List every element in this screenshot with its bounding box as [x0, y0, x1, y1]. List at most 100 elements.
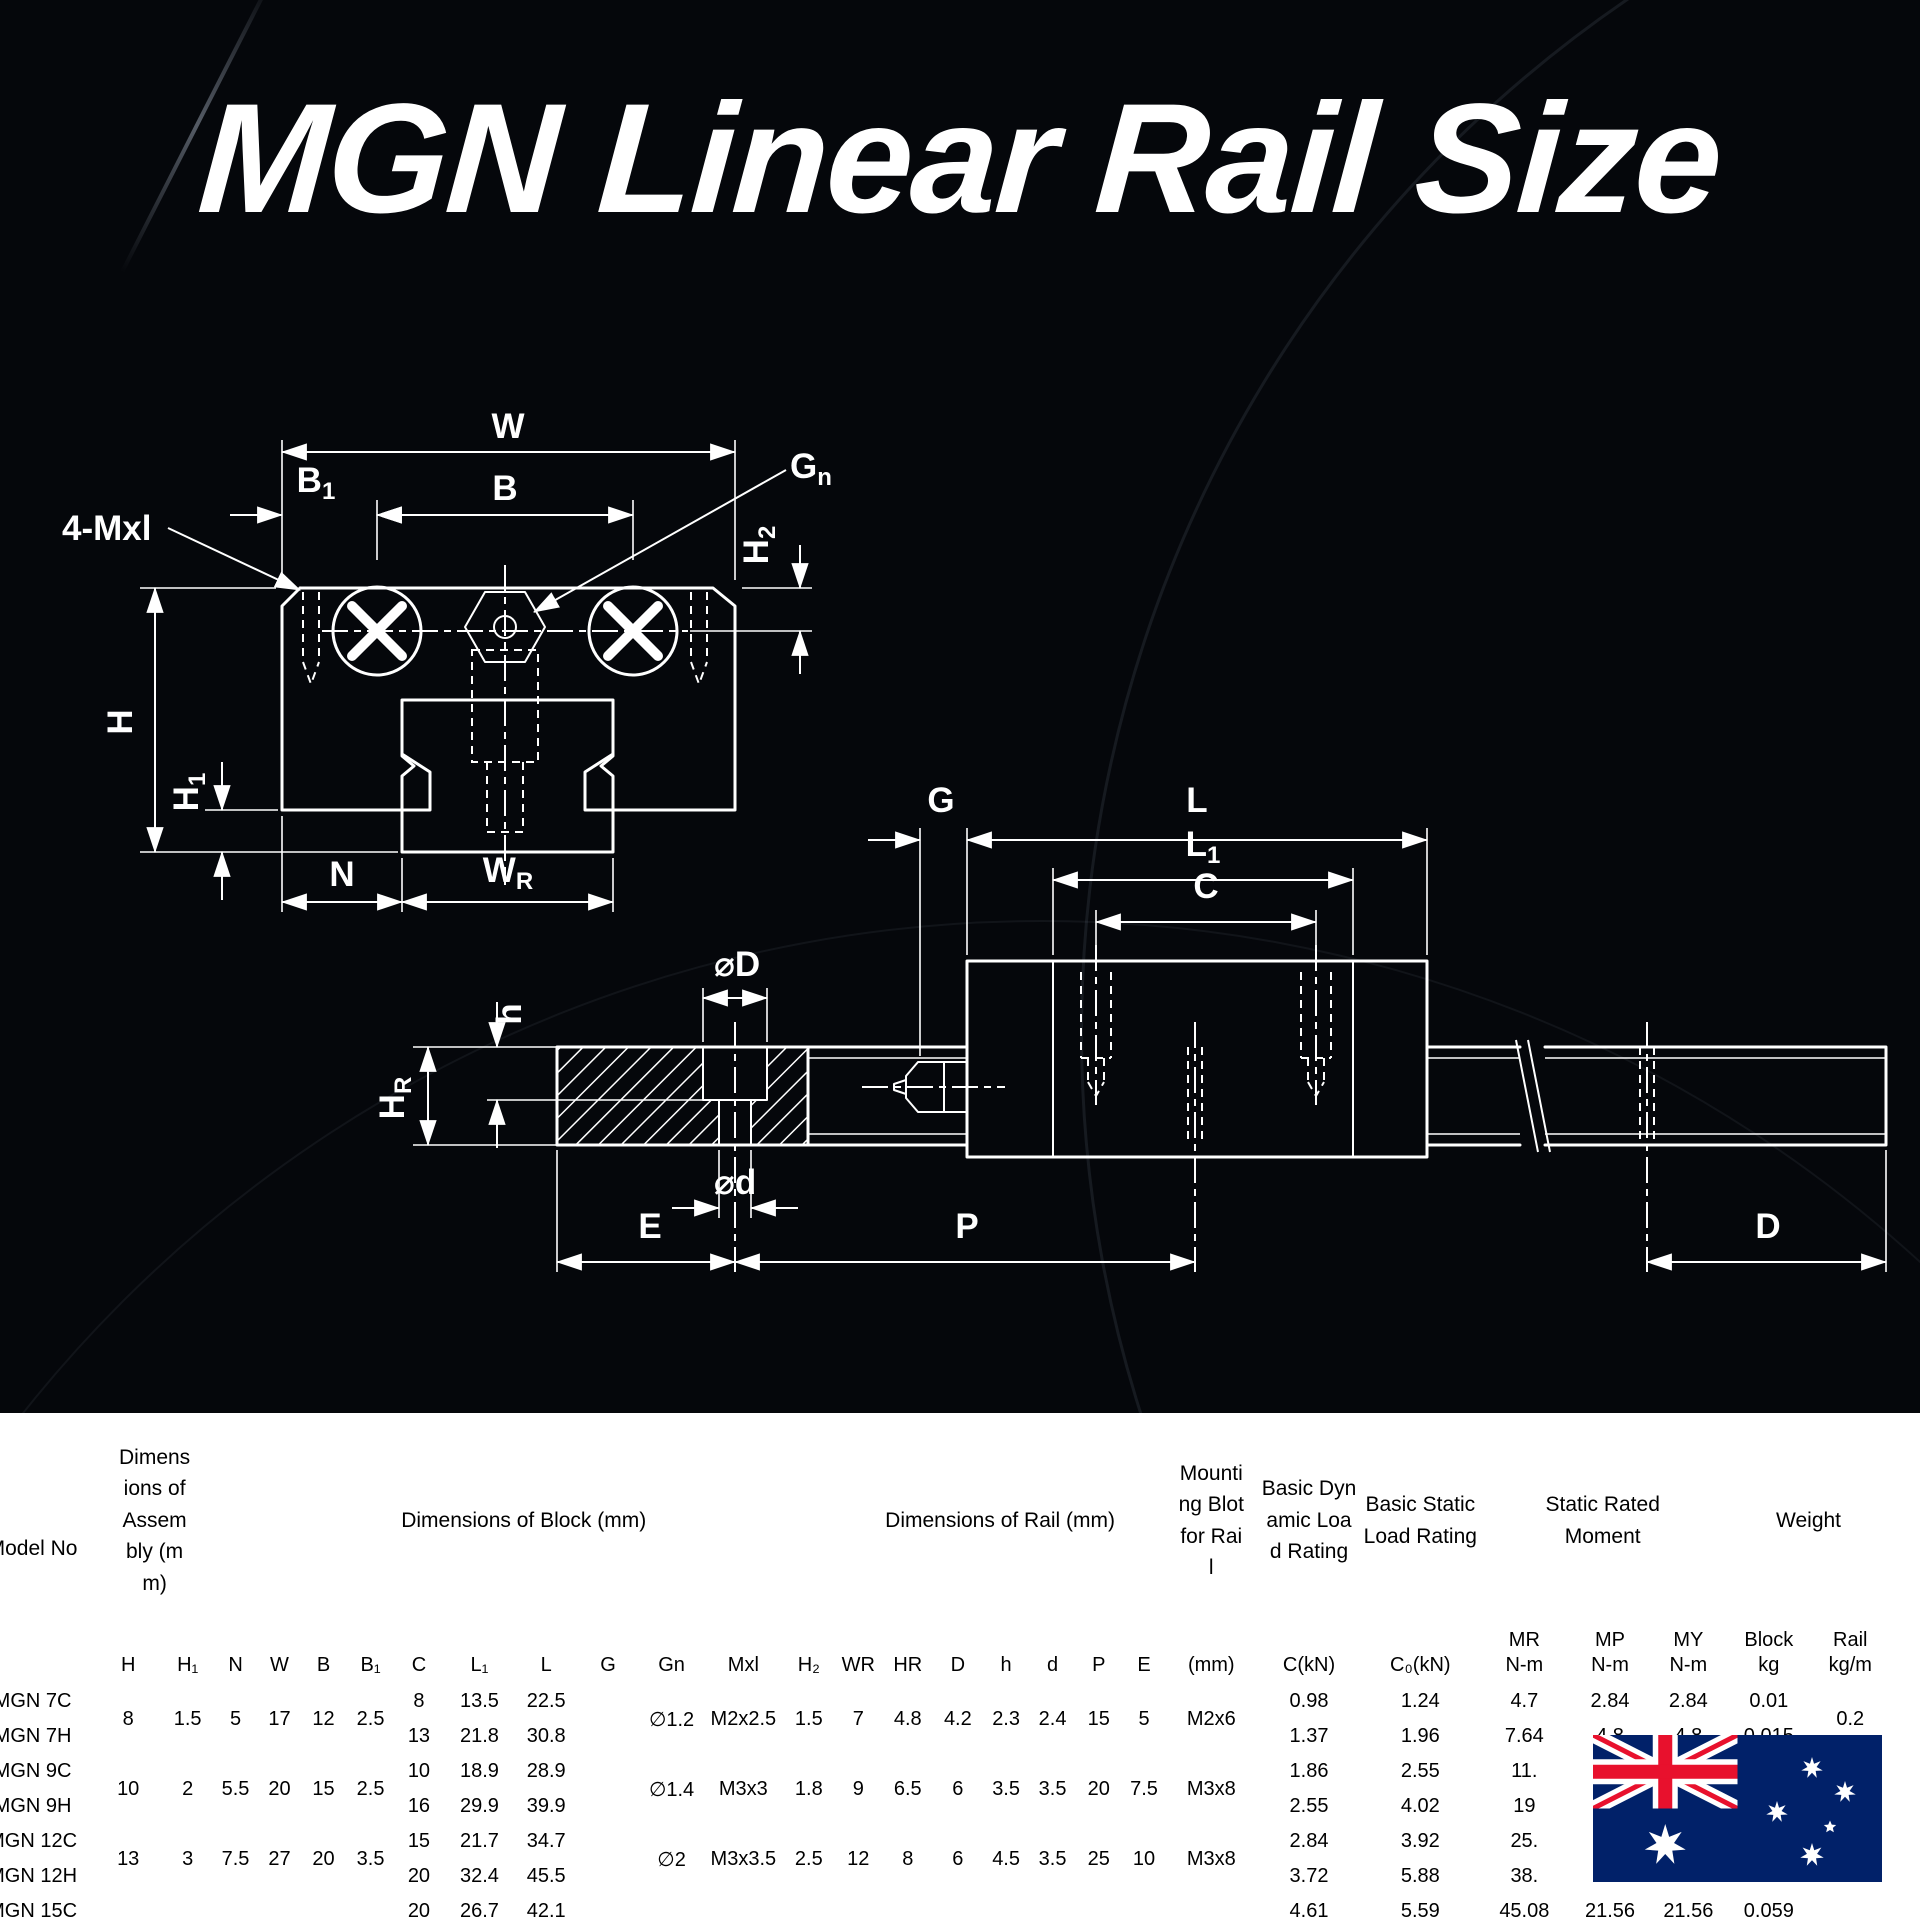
- model-cell: MGN 9C: [0, 1760, 72, 1782]
- dim-label-gn: Gn: [790, 447, 832, 491]
- model-cell: MGN 15C: [0, 1900, 78, 1920]
- table-cell: 3: [784, 1894, 833, 1920]
- table-cell: 3.5: [992, 1777, 1020, 1800]
- dim-label-dia-d: ⌀d: [714, 1163, 756, 1202]
- table-cell: 5.5: [221, 1777, 250, 1800]
- table-cell: 13: [407, 1725, 431, 1747]
- column-header: WR: [841, 1654, 875, 1676]
- model-cell: MGN 9H: [0, 1795, 72, 1817]
- table-cell: ∅1.4: [648, 1778, 695, 1801]
- column-group-header: Dimensions of Assembly (mm): [119, 1445, 191, 1595]
- column-header: Mxl: [727, 1654, 759, 1676]
- column-group-header: Static Rated Moment: [1545, 1493, 1660, 1548]
- table-cell: [575, 1684, 640, 1754]
- column-header: Gn: [658, 1654, 685, 1676]
- dim-label-b: B: [492, 469, 517, 508]
- column-header: N: [228, 1654, 243, 1676]
- dim-label-4mxl: 4-Mxl: [62, 509, 151, 548]
- table-cell: 21.56: [1663, 1900, 1714, 1920]
- table-cell: 6.5: [893, 1777, 922, 1800]
- column-group-header: Weight: [1776, 1508, 1842, 1532]
- dim-label-h2: H2: [737, 526, 781, 565]
- table-cell: 8.5: [214, 1894, 257, 1920]
- column-header: E: [1137, 1654, 1151, 1676]
- table-cell: 5: [1138, 1707, 1150, 1730]
- side-view-drawing: G L L1 C ⌀D h: [373, 781, 1888, 1272]
- table-cell: 15: [407, 1830, 431, 1852]
- column-header: D: [950, 1654, 966, 1676]
- dim-label-h: H: [101, 709, 140, 734]
- front-view-drawing: W B B1 Gn H2 4-Mx: [62, 407, 832, 912]
- table-cell: 7.5: [1130, 1777, 1158, 1800]
- table-cell: 16: [407, 1795, 431, 1817]
- model-cell: MGN 7C: [0, 1690, 72, 1712]
- table-cell: 39.9: [526, 1795, 566, 1817]
- table-cell: ∅1.2: [648, 1708, 695, 1731]
- dim-label-g: G: [927, 781, 954, 820]
- table-cell: 10: [117, 1777, 140, 1800]
- column-header: H₁: [177, 1654, 199, 1676]
- column-header: C(kN): [1282, 1654, 1336, 1676]
- column-header: P: [1092, 1654, 1106, 1676]
- table-cell: 27: [268, 1847, 291, 1870]
- table-cell: 20: [268, 1777, 291, 1800]
- table-cell: 2: [182, 1777, 194, 1800]
- dim-label-h1: H1: [167, 773, 211, 812]
- table-cell: 6: [932, 1894, 983, 1920]
- table-cell: M3x8: [1186, 1847, 1236, 1870]
- model-cell: MGN 12H: [0, 1865, 78, 1887]
- table-cell: 32: [257, 1894, 302, 1920]
- technical-drawing: W B B1 Gn H2 4-Mx: [62, 407, 1888, 1272]
- table-cell: M3x10: [1167, 1894, 1256, 1920]
- table-cell: 3.92: [1400, 1830, 1440, 1852]
- column-header: H₂: [797, 1654, 820, 1676]
- column-header: d: [1047, 1654, 1059, 1676]
- table-cell: 2.5: [356, 1777, 385, 1800]
- table-cell: 10: [883, 1894, 932, 1920]
- table-cell: 7.64: [1504, 1725, 1544, 1747]
- table-cell: 12: [312, 1707, 335, 1730]
- table-cell: 4: [161, 1894, 214, 1920]
- table-cell: 2.4: [1038, 1707, 1067, 1730]
- table-cell: 4.61: [1289, 1900, 1329, 1920]
- table-cell: 8: [902, 1847, 914, 1870]
- table-cell: [575, 1824, 640, 1894]
- dim-label-n: N: [329, 855, 354, 894]
- table-cell: 1.5: [794, 1707, 823, 1730]
- table-cell: 9: [852, 1777, 864, 1800]
- australia-flag: [1593, 1735, 1882, 1882]
- dim-label-w: W: [491, 407, 524, 446]
- table-cell: 3.5: [1038, 1847, 1067, 1870]
- column-header: HR: [893, 1654, 923, 1676]
- table-cell: 10: [1132, 1847, 1156, 1870]
- table-cell: 11.: [1511, 1760, 1538, 1782]
- table-cell: 2.5: [356, 1707, 385, 1730]
- table-cell: 13: [117, 1847, 140, 1870]
- table-cell: 21.7: [459, 1830, 499, 1852]
- column-header: MR N-m: [1505, 1629, 1544, 1676]
- table-cell: [575, 1754, 640, 1824]
- table-cell: 4.5: [992, 1847, 1020, 1870]
- table-cell: 32.4: [459, 1865, 499, 1887]
- table-cell: 2.3: [992, 1707, 1020, 1730]
- table-cell: 3.72: [1289, 1865, 1329, 1887]
- table-cell: 21.8: [459, 1725, 499, 1747]
- table-cell: 10: [407, 1760, 431, 1782]
- table-cell: 13.5: [459, 1690, 499, 1712]
- table-cell: M3x8: [1186, 1777, 1236, 1800]
- table-cell: 38.: [1510, 1865, 1539, 1887]
- table-cell: 25: [1087, 1847, 1110, 1870]
- column-header: B₁: [360, 1654, 381, 1676]
- table-cell: M2x2.5: [710, 1707, 777, 1730]
- table-cell: 7: [852, 1707, 864, 1730]
- table-cell: 0.01: [1749, 1690, 1789, 1712]
- table-cell: 21.56: [1584, 1900, 1636, 1920]
- table-cell: 16: [95, 1894, 161, 1920]
- dim-label-hole-depth: h: [490, 1003, 529, 1024]
- column-header: W: [270, 1654, 289, 1676]
- table-cell: 4.5: [983, 1894, 1029, 1920]
- table-cell: 26.7: [459, 1900, 499, 1920]
